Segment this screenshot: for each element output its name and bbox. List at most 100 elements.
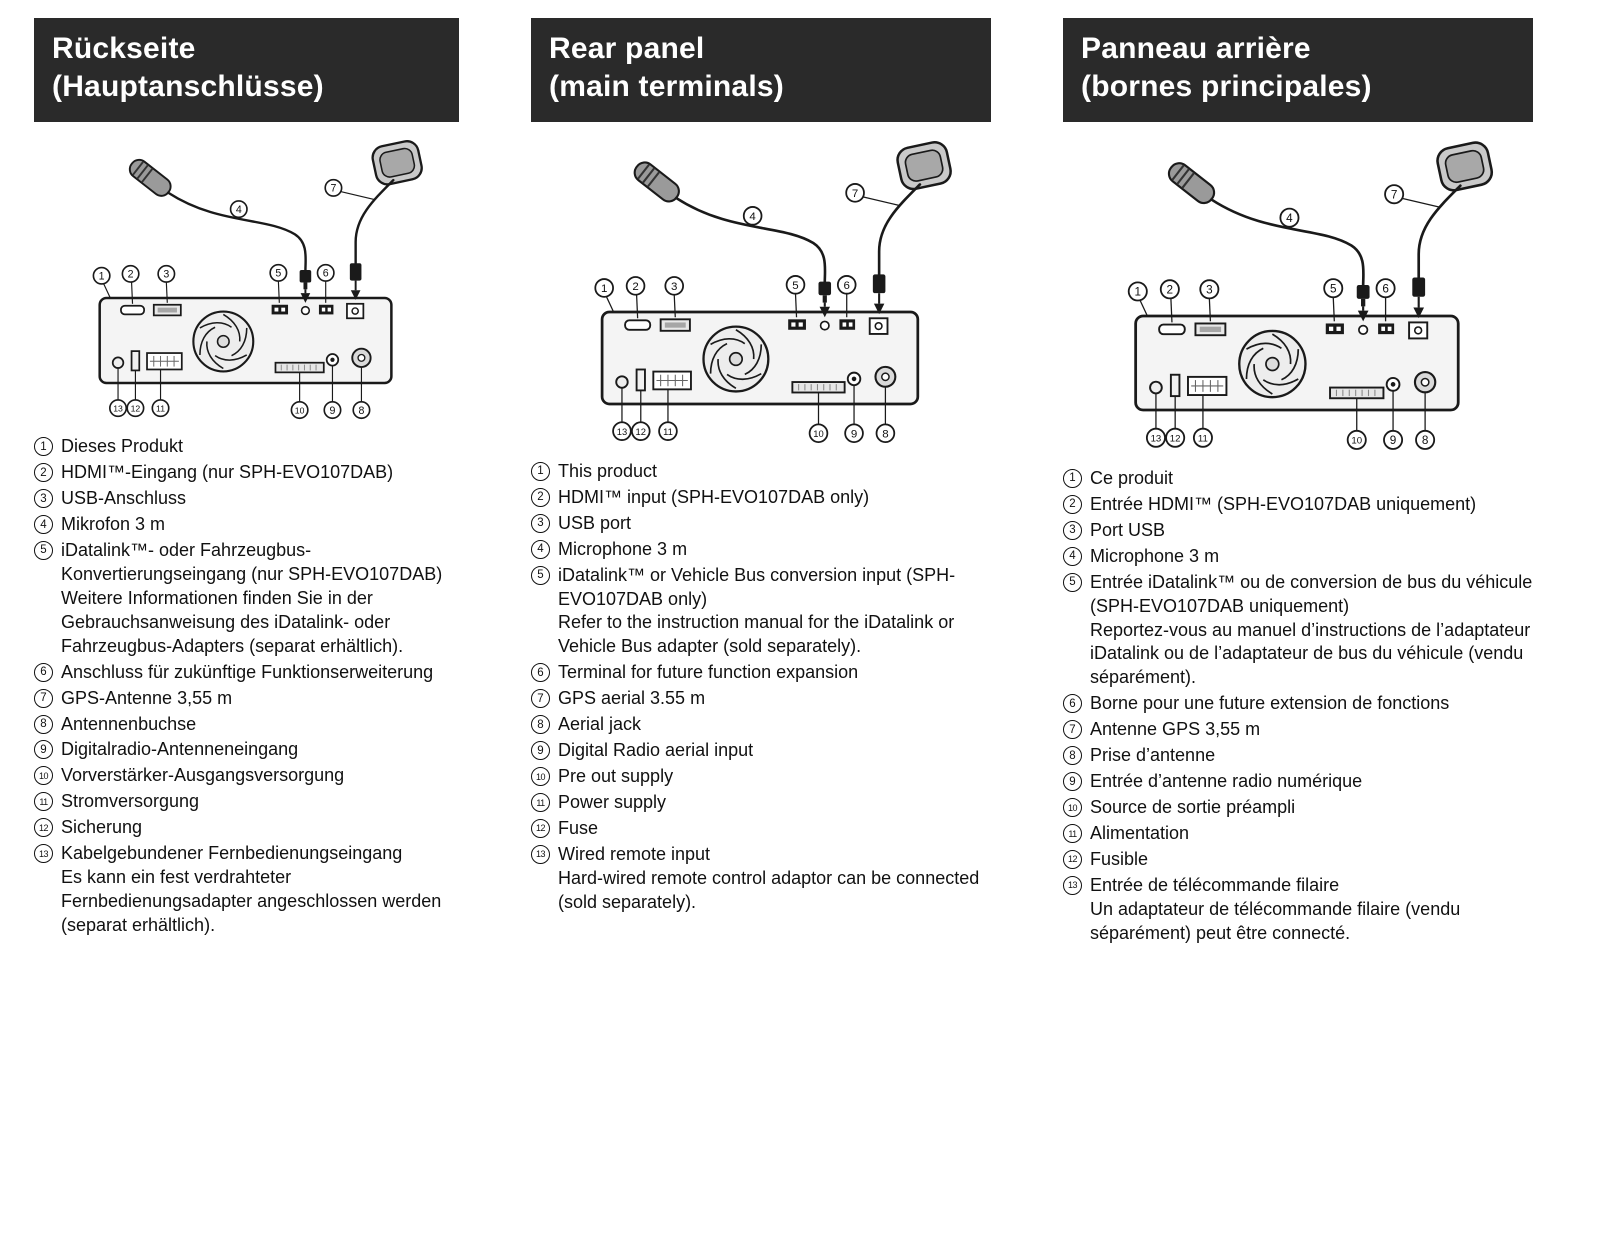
svg-text:3: 3 <box>671 281 677 293</box>
usb-port <box>659 318 691 332</box>
callout-10: 10 <box>290 400 309 419</box>
item-number-badge: 3 <box>1063 520 1082 540</box>
fuse <box>1169 373 1181 397</box>
item-number-badge: 1 <box>34 437 53 457</box>
callout-2: 2 <box>1159 279 1180 300</box>
callout-4: 4 <box>229 199 248 218</box>
section-header-french: Panneau arrière (bornes principales) <box>1063 18 1533 122</box>
item-number-badge: 7 <box>34 688 53 708</box>
callout-6: 6 <box>316 263 335 282</box>
item-text: Aerial jack <box>558 714 642 735</box>
expansion-connector <box>318 304 334 315</box>
svg-text:1: 1 <box>99 270 105 282</box>
callout-7: 7 <box>845 182 865 203</box>
item-number-badge: 10 <box>531 767 550 787</box>
preout-connector <box>1329 386 1385 399</box>
svg-text:7: 7 <box>1391 188 1398 201</box>
section-header-english: Rear panel (main terminals) <box>531 18 991 122</box>
callout-9: 9 <box>1383 429 1404 450</box>
item-number-badge: 12 <box>34 818 53 838</box>
list-item: 7 GPS aerial 3.55 m <box>531 687 991 711</box>
microphone-icon <box>633 161 832 318</box>
svg-text:1: 1 <box>1135 285 1142 298</box>
expansion-connector <box>839 319 856 330</box>
gps-antenna-icon <box>1412 141 1494 318</box>
callout-13: 13 <box>612 421 632 441</box>
aerial-jack <box>874 365 897 388</box>
hdmi-port <box>1158 323 1186 335</box>
item-text: This product <box>558 460 658 481</box>
svg-text:12: 12 <box>1170 433 1181 444</box>
idatalink-connector <box>271 304 289 315</box>
item-text: GPS aerial 3.55 m <box>558 688 706 709</box>
item-number-badge: 5 <box>531 565 550 585</box>
item-number-badge: 1 <box>531 461 550 481</box>
section-header-german: Rückseite (Hauptanschlüsse) <box>34 18 459 122</box>
svg-text:4: 4 <box>1286 212 1293 225</box>
callout-9: 9 <box>323 400 342 419</box>
item-note: Reportez-vous au manuel d’instructions d… <box>1090 619 1531 688</box>
gps-antenna-icon <box>872 140 952 314</box>
callout-12: 12 <box>1165 427 1186 448</box>
usb-port <box>152 303 182 317</box>
item-number-badge: 11 <box>1063 824 1082 844</box>
item-number-badge: 2 <box>1063 494 1082 514</box>
svg-text:2: 2 <box>128 268 134 280</box>
section-title-line1: Rear panel <box>549 32 705 65</box>
section-english: Rear panel (main terminals) <box>531 18 991 917</box>
item-number-badge: 2 <box>34 463 53 483</box>
item-text: Entrée d’antenne radio numérique <box>1090 771 1363 792</box>
svg-text:4: 4 <box>749 211 756 223</box>
fan-icon <box>1238 329 1307 399</box>
callout-1: 1 <box>92 266 111 285</box>
svg-text:12: 12 <box>636 426 646 437</box>
svg-text:2: 2 <box>1167 283 1174 296</box>
rear-panel-diagram-svg: 1 2 3 4 5 6 7 8 9 10 11 12 13 <box>92 139 423 419</box>
item-text: HDMI™ input (SPH-EVO107DAB only) <box>558 486 870 507</box>
usb-port <box>1194 322 1227 336</box>
expansion-connector <box>1378 323 1395 334</box>
item-text: Antennenbuchse <box>61 713 197 734</box>
item-text: Mikrofon 3 m <box>61 514 166 535</box>
item-number-badge: 4 <box>531 539 550 559</box>
item-number-badge: 5 <box>34 540 53 560</box>
svg-text:3: 3 <box>163 268 169 280</box>
wired-remote-jack <box>1149 380 1163 395</box>
item-number-badge: 12 <box>531 818 550 838</box>
gps-antenna-icon <box>349 139 423 300</box>
gps-jack <box>868 317 889 335</box>
idatalink-connector <box>788 319 806 330</box>
digital-radio-jack <box>325 352 340 367</box>
rear-panel-diagram-svg: 1 2 3 4 5 6 7 8 9 10 11 12 13 <box>1127 141 1494 450</box>
svg-text:11: 11 <box>156 403 165 413</box>
digital-radio-jack <box>846 371 862 386</box>
callout-2: 2 <box>121 264 140 283</box>
svg-text:4: 4 <box>236 204 242 216</box>
item-number-badge: 13 <box>34 844 53 864</box>
svg-text:1: 1 <box>601 283 607 295</box>
item-number-badge: 7 <box>531 689 550 709</box>
svg-text:7: 7 <box>330 183 336 195</box>
section-title-line2: (Hauptanschlüsse) <box>52 70 324 104</box>
item-text: Anschluss für zukünftige Funktionserweit… <box>61 661 434 682</box>
svg-text:10: 10 <box>813 428 823 439</box>
